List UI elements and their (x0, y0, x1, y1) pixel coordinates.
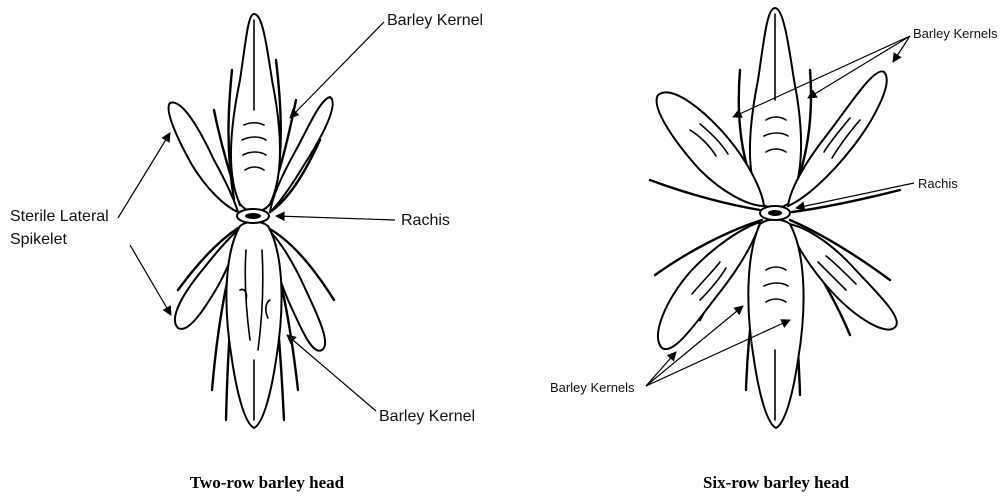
arrow-barley-kernel-top (290, 22, 384, 118)
label-barley-kernel-bottom: Barley Kernel (379, 408, 475, 425)
label-barley-kernels-bottom: Barley Kernels (550, 380, 635, 395)
arrow-barley-kernel-bottom (287, 335, 376, 411)
two-row-barley-drawing (169, 14, 334, 428)
six-row-kernel-upper-right (788, 71, 887, 206)
arrow-sterile-upper (118, 133, 170, 218)
arrow-kernels-bottom-left (646, 352, 676, 386)
six-row-rachis-center (768, 210, 782, 216)
two-row-rachis-center (245, 213, 261, 219)
six-row-kernel-bottom (748, 220, 803, 429)
six-row-barley-drawing (650, 8, 900, 428)
label-sterile-line2: Spikelet (10, 231, 67, 248)
label-rachis-two-row: Rachis (401, 212, 450, 229)
arrow-sterile-lower (130, 245, 171, 315)
arrow-rachis-two-row (276, 216, 395, 220)
label-sterile-line1: Sterile Lateral (10, 208, 109, 225)
label-barley-kernel-top: Barley Kernel (387, 12, 483, 29)
six-row-kernel-lower-right (788, 224, 897, 330)
label-barley-kernels-top: Barley Kernels (913, 26, 998, 41)
caption-two-row: Two-row barley head (190, 473, 345, 492)
label-rachis-six-row: Rachis (918, 176, 958, 191)
arrow-kernels-top-mid (808, 36, 910, 98)
two-row-kernel-upper (231, 14, 280, 212)
caption-six-row: Six-row barley head (703, 473, 850, 492)
